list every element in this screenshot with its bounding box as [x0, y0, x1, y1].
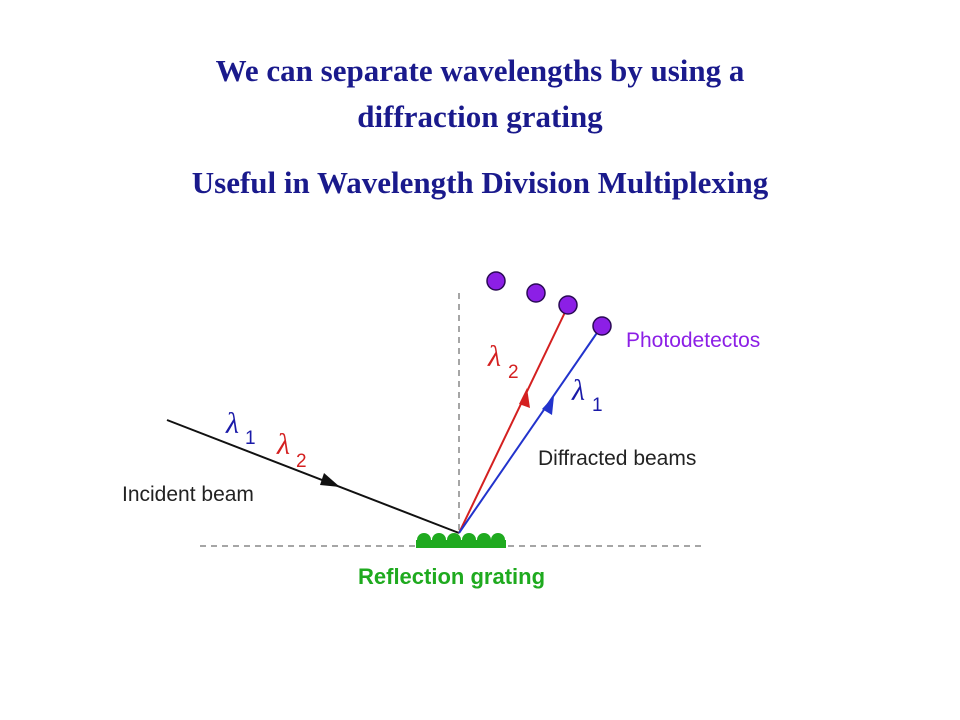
svg-text:2: 2 — [296, 451, 307, 472]
red-beam-lambda: λ 2 — [487, 340, 519, 383]
photodetectors — [486, 271, 612, 336]
blue-beam-lambda: λ 1 — [571, 374, 603, 416]
diffracted-beams-label: Diffracted beams — [538, 447, 696, 470]
slide-title-line2: diffraction grating — [357, 99, 603, 134]
incident-lambda2: λ 2 — [276, 428, 307, 472]
svg-text:λ: λ — [487, 340, 501, 373]
photodetector — [486, 271, 506, 291]
red-diffracted-beam — [458, 305, 569, 534]
blue-diffracted-beam — [458, 326, 602, 534]
incident-beam-label: Incident beam — [122, 483, 254, 506]
incident-beam-arrow — [320, 473, 340, 487]
incident-beam — [166, 419, 460, 534]
svg-text:λ: λ — [571, 374, 585, 407]
red-beam-arrow — [519, 388, 530, 408]
slide-subtitle: Useful in Wavelength Division Multiplexi… — [191, 165, 769, 200]
blue-beam-arrow — [542, 396, 554, 415]
photodetector — [558, 295, 578, 315]
svg-text:1: 1 — [592, 395, 603, 416]
svg-text:λ: λ — [225, 407, 239, 440]
reflection-grating — [416, 533, 506, 548]
svg-text:1: 1 — [245, 428, 256, 449]
incident-lambda1: λ 1 — [225, 407, 256, 449]
photodetector — [526, 283, 546, 303]
slide-title-line1: We can separate wavelengths by using a — [215, 53, 745, 88]
svg-text:2: 2 — [508, 362, 519, 383]
photodetectors-label: Photodetectos — [626, 329, 760, 352]
photodetector — [592, 316, 612, 336]
reflection-grating-label: Reflection grating — [358, 564, 545, 589]
svg-text:λ: λ — [276, 428, 290, 461]
